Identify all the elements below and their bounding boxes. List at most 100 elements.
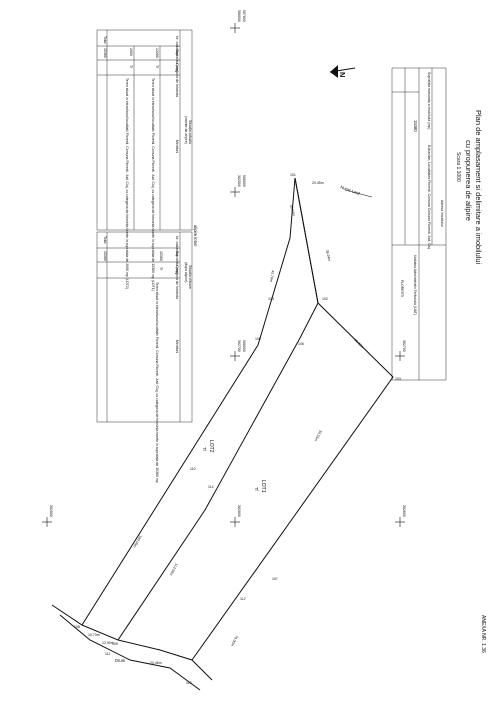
before-table: Situatia actuala (inainte de alipire) Nr… bbox=[96, 29, 193, 291]
cross-lower-right: 382600 bbox=[395, 505, 406, 527]
svg-text:382700: 382700 bbox=[402, 340, 406, 352]
svg-text:79.30m: 79.30m bbox=[230, 635, 239, 647]
svg-text:114: 114 bbox=[208, 485, 214, 489]
svg-text:66.32m: 66.32m bbox=[353, 338, 364, 349]
middle-heading: alipire loturi bbox=[193, 225, 198, 246]
cross-lower: 382800 bbox=[230, 505, 241, 527]
svg-text:111: 111 bbox=[105, 652, 110, 656]
annex-label: ANEXA NR. 1.36 bbox=[480, 615, 486, 653]
neighbor-label: Nume Lsrd bbox=[340, 184, 362, 196]
svg-text:382500: 382500 bbox=[237, 175, 241, 187]
cross-right: 382700 bbox=[395, 340, 406, 361]
svg-text:113.59m: 113.59m bbox=[169, 563, 179, 577]
before-row1-area: 13380 bbox=[155, 48, 159, 58]
svg-text:180.06m: 180.06m bbox=[132, 535, 142, 549]
after-col-desc: Mentiuni bbox=[175, 340, 179, 353]
property-header-table: Suprafata masurata a imobilului (mp) 153… bbox=[391, 67, 447, 381]
svg-text:587800: 587800 bbox=[242, 10, 246, 22]
cross-mid-top: 382500 588000 bbox=[230, 175, 246, 197]
point-labels: 101 102 103 104 105 106 107 108 109 110 … bbox=[74, 173, 401, 685]
after-subheading: (dupa alipire) bbox=[184, 262, 188, 282]
svg-text:112: 112 bbox=[240, 597, 246, 601]
svg-text:113: 113 bbox=[186, 681, 192, 685]
area-labels: Nume Lsrd LOT1 Tf LOT2 Tf Drum bbox=[115, 184, 361, 663]
svg-text:20.46m: 20.46m bbox=[150, 661, 162, 665]
svg-text:104: 104 bbox=[268, 297, 274, 301]
svg-text:382800: 382800 bbox=[237, 505, 241, 517]
title-scale: Scara 1:1000 bbox=[455, 152, 461, 182]
svg-text:102: 102 bbox=[322, 297, 328, 301]
title-line1: Plan de amplasament si delimitare a imob… bbox=[474, 110, 483, 265]
lot1-label: LOT1 bbox=[260, 480, 266, 493]
after-heading: Situatia viitoare bbox=[188, 265, 192, 289]
svg-text:588000: 588000 bbox=[242, 340, 246, 352]
svg-text:101: 101 bbox=[290, 173, 296, 177]
svg-text:43.70m: 43.70m bbox=[269, 270, 275, 282]
before-row2-area: 2000 bbox=[129, 48, 133, 56]
before-row1-cat: Tf bbox=[155, 65, 159, 68]
road-edge-lower bbox=[59, 614, 201, 691]
lot-division bbox=[117, 302, 319, 641]
cross-far-left: 382800 bbox=[42, 505, 53, 527]
svg-text:588000: 588000 bbox=[242, 175, 246, 187]
svg-text:110: 110 bbox=[190, 467, 196, 471]
svg-text:36.02m: 36.02m bbox=[289, 204, 296, 216]
uat-value: FLORESTI bbox=[400, 280, 404, 297]
before-row1-desc: Teren situat in intravilanul localitatii… bbox=[151, 78, 155, 291]
svg-text:38.24m: 38.24m bbox=[325, 249, 331, 261]
lot2-cat: Tf bbox=[202, 447, 207, 452]
svg-text:107: 107 bbox=[272, 577, 278, 581]
svg-text:106: 106 bbox=[298, 342, 304, 346]
before-heading: Situatia actuala bbox=[188, 120, 192, 144]
svg-text:382800: 382800 bbox=[49, 505, 53, 517]
distance-labels: 20.45m 36.02m 38.24m 66.32m 43.70m 56.55… bbox=[88, 181, 364, 665]
after-col-cat: Categoria de folosinta bbox=[175, 265, 179, 299]
before-col-desc: Mentiuni bbox=[175, 140, 179, 153]
before-col-cat: Categoria de folosinta bbox=[175, 63, 179, 97]
before-subheading: (inainte de alipire) bbox=[184, 116, 188, 144]
before-row2-cat: Tf bbox=[129, 65, 133, 68]
north-symbol: N bbox=[338, 72, 347, 77]
area-value: 15380 bbox=[413, 120, 418, 132]
road-edge-upper bbox=[51, 604, 213, 681]
grid-crosses: 588000 587800 382500 588000 382700 58800… bbox=[42, 10, 406, 527]
address-value: Extravilan, Localitatea Floresti, Comuna… bbox=[427, 145, 431, 249]
north-arrow: N bbox=[329, 65, 356, 78]
lot2-label: LOT2 bbox=[208, 440, 214, 453]
before-col-nr: Nr. cadastral bbox=[175, 36, 179, 56]
svg-text:103: 103 bbox=[395, 377, 401, 381]
road-label: Drum bbox=[115, 658, 126, 663]
svg-text:105: 105 bbox=[255, 337, 261, 341]
svg-text:108: 108 bbox=[74, 625, 80, 629]
title-line2: cu propunerea de alipire bbox=[464, 140, 473, 221]
lot1-cat: Tf bbox=[254, 487, 259, 492]
svg-text:56.55m: 56.55m bbox=[314, 430, 323, 442]
after-col-nr: Nr. cadastral bbox=[175, 236, 179, 256]
uat-label: Unitatea Administrativ Teritoriala (UAT) bbox=[413, 255, 417, 315]
before-col-area: Suprafata (mp) bbox=[175, 49, 179, 72]
svg-text:109: 109 bbox=[112, 642, 118, 646]
before-total-value: 15380 bbox=[103, 48, 107, 58]
svg-text:12.90m: 12.90m bbox=[102, 641, 114, 645]
after-row-cat: Tf bbox=[159, 267, 163, 270]
after-total-value: 15380 bbox=[103, 251, 107, 261]
boundary-left bbox=[81, 177, 296, 626]
svg-text:588000: 588000 bbox=[237, 10, 241, 22]
after-table: Situatia viitoare (dupa alipire) Nr. cad… bbox=[96, 231, 193, 483]
parcel-lines bbox=[51, 177, 394, 691]
address-col-label: Adresa imobilului bbox=[440, 200, 444, 227]
after-row-desc: Teren situat in intravilanul localitatii… bbox=[155, 282, 159, 483]
svg-text:382600: 382600 bbox=[402, 505, 406, 517]
area-col-label: Suprafata masurata a imobilului (mp) bbox=[427, 72, 431, 129]
before-total-label: Total bbox=[103, 36, 107, 44]
after-row-area: 15380 bbox=[159, 251, 163, 261]
title-block: Plan de amplasament si delimitare a imob… bbox=[455, 110, 483, 265]
cross-mid: 382700 588000 bbox=[230, 340, 246, 361]
cross-top-left: 588000 587800 bbox=[230, 10, 246, 33]
svg-text:20.45m: 20.45m bbox=[312, 181, 324, 185]
boundary-right bbox=[191, 177, 394, 661]
edge-top bbox=[294, 177, 319, 304]
after-total-label: Total bbox=[103, 236, 107, 244]
